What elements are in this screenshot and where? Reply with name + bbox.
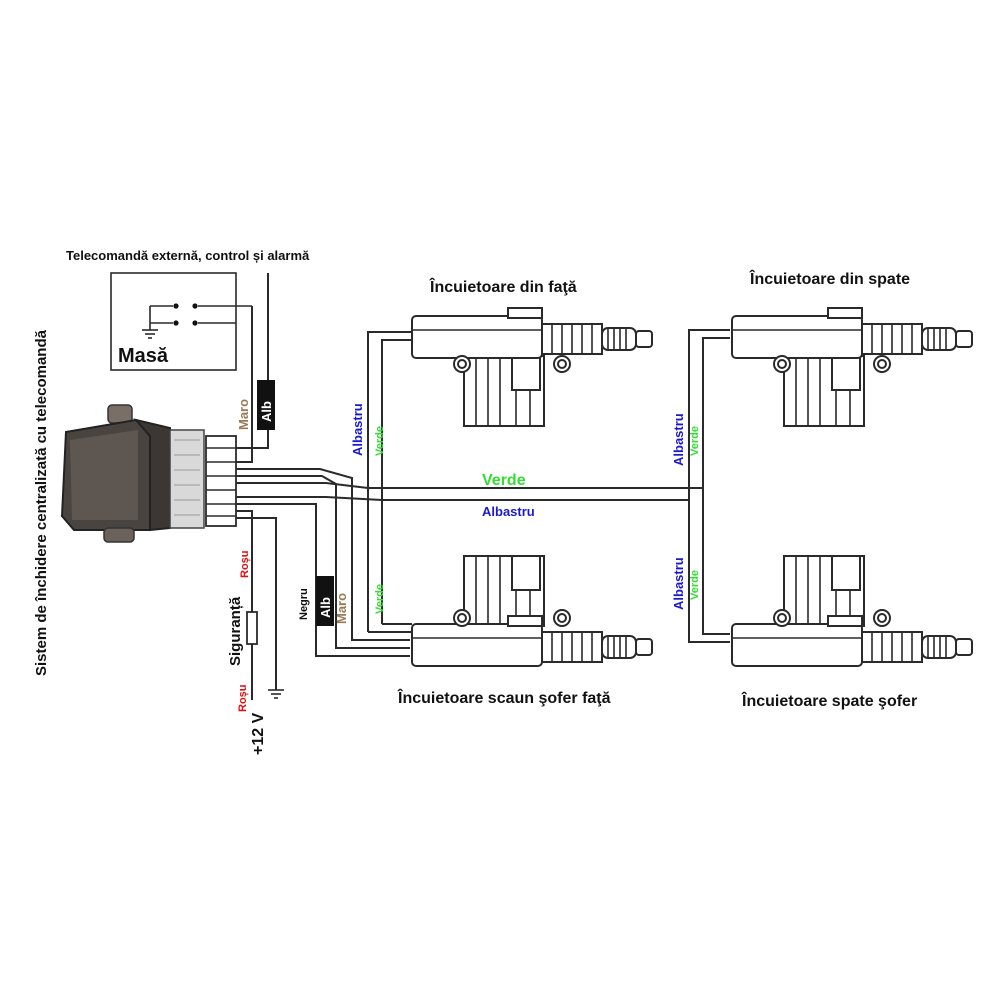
actuator-front-label: Încuietoare din faţă — [429, 277, 577, 296]
branch-green-front: Verde — [374, 426, 386, 456]
system-title: Sistem de închidere centralizată cu tele… — [33, 329, 50, 676]
white-wire-tag — [257, 380, 275, 430]
actuator-front — [411, 307, 653, 427]
actuator-rear-label: Încuietoare din spate — [749, 269, 910, 288]
white-wire-tag-lower — [316, 576, 334, 626]
remote-box — [110, 272, 237, 371]
fuse-label: Siguranță — [227, 596, 244, 666]
control-module — [60, 404, 205, 543]
branch-blue-front: Albastru — [350, 403, 365, 456]
branch-blue-rear: Albastru — [671, 413, 686, 466]
branch-green-rear: Verde — [689, 426, 701, 456]
actuator-driver-front — [411, 555, 653, 667]
bus-blue-label: Albastru — [482, 504, 535, 519]
actuator-driver-front-label: Încuietoare scaun şofer faţă — [397, 688, 611, 707]
red-wire-label-bottom: Roșu — [237, 685, 249, 713]
actuator-rear — [731, 307, 973, 427]
actuator-driver-rear — [731, 555, 973, 667]
red-wire-label-top: Roșu — [239, 551, 251, 579]
brown-wire-label-lower: Maro — [334, 593, 349, 624]
branch-blue-driver-rear: Albastru — [671, 557, 686, 610]
actuator-driver-rear-label: Încuietoare spate şofer — [741, 691, 917, 710]
fuse — [246, 611, 258, 645]
brown-wire-label: Maro — [236, 399, 251, 430]
branch-green-driver-front: Verde — [374, 584, 386, 614]
bus-green-label: Verde — [482, 472, 526, 489]
remote-ground-symbol — [142, 329, 158, 339]
branch-green-driver-rear: Verde — [689, 570, 701, 600]
remote-relay-contacts — [149, 303, 252, 330]
voltage-label: +12 V — [250, 712, 267, 755]
white-wire-label: Alb — [259, 401, 274, 422]
black-wire-label: Negru — [298, 588, 310, 620]
power-ground-symbol — [268, 689, 284, 699]
wire-harness-connector — [205, 435, 237, 527]
white-wire-label-lower: Alb — [318, 597, 333, 618]
ground-label: Masă — [118, 345, 169, 367]
remote-box-title: Telecomandă externă, control și alarmă — [66, 248, 310, 263]
